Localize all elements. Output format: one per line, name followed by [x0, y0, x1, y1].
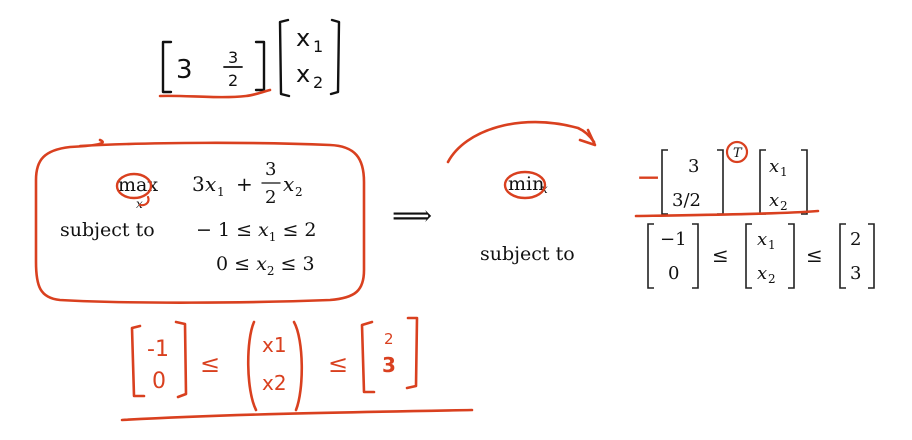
coeff-left-bracket — [661, 149, 668, 215]
handwritten-column-vector: x 1 x 2 — [278, 18, 341, 98]
var-x1-sub: 1 — [780, 165, 788, 179]
constraint-1: − 1 ≤ x1 ≤ 2 — [196, 219, 317, 244]
red-circle-tail — [138, 195, 150, 207]
subject-to-label: subject to — [60, 219, 155, 241]
right-bracket — [254, 40, 266, 92]
x1-subscript: 1 — [313, 37, 323, 56]
implies-arrow: ⟹ — [392, 199, 432, 232]
x2-variable: x — [296, 60, 310, 88]
leq-symbol-2: ≤ — [806, 243, 823, 267]
hw-mid-left-paren — [246, 320, 258, 412]
mid-x2-sub: 2 — [768, 272, 776, 286]
constraint-2-upper: ≤ 3 — [274, 253, 314, 275]
objective-coeff-1: 3 — [192, 172, 205, 196]
var-right-bracket — [801, 149, 808, 215]
min-operator: min — [508, 173, 544, 195]
x1-variable: x — [296, 24, 310, 52]
row-entry-2-denominator: 2 — [228, 71, 238, 90]
red-separator-line — [634, 209, 820, 218]
mid-x1-sub: 1 — [768, 238, 776, 252]
hw-mid-x1: x1 — [262, 333, 287, 357]
var-x2: x — [769, 190, 779, 211]
constraint-1-var: x — [258, 219, 269, 241]
lower-entry-1: −1 — [660, 229, 687, 250]
lower-entry-2: 0 — [668, 263, 679, 284]
upper-entry-2: 3 — [850, 263, 861, 284]
hw-upper-right-bracket — [405, 316, 419, 390]
handwritten-vector-constraint: -1 0 ≤ x1 x2 ≤ 2 3 — [120, 316, 474, 422]
objective-frac-denominator: 2 — [265, 187, 276, 208]
mid-right-bracket — [788, 223, 795, 289]
hw-mid-right-paren — [292, 320, 304, 412]
constraint-1-lower: − 1 ≤ — [196, 219, 258, 241]
upper-right-bracket — [868, 223, 875, 289]
objective-x1-subscript: 1 — [217, 185, 225, 199]
mid-left-bracket — [745, 223, 752, 289]
upper-entry-1: 2 — [850, 229, 861, 250]
right-bracket — [329, 18, 341, 96]
hw-leq-1: ≤ — [200, 350, 220, 378]
coeff-entry-1: 3 — [688, 156, 699, 177]
var-left-bracket — [759, 149, 766, 215]
red-circle-max — [115, 172, 153, 200]
hw-underline — [120, 408, 474, 422]
constraint-2: 0 ≤ x2 ≤ 3 — [216, 253, 315, 278]
right-optimization-problem: min x subject to − 3 3/2 T x 1 x 2 −1 0 … — [480, 140, 875, 289]
var-x1: x — [769, 156, 779, 177]
objective-x2-subscript: 2 — [295, 185, 303, 199]
objective-plus: + — [236, 172, 253, 196]
hw-lower-entry-2: 0 — [152, 369, 166, 394]
left-bracket — [278, 18, 291, 98]
max-subscript: x — [136, 197, 143, 211]
red-box-around-problem — [34, 138, 366, 304]
hw-lower-left-bracket — [130, 324, 146, 398]
hw-lower-entry-1: -1 — [147, 337, 169, 362]
row-entry-2-numerator: 3 — [228, 48, 238, 67]
coeff-right-bracket — [717, 149, 724, 215]
coeff-entry-2: 3/2 — [672, 190, 701, 211]
red-curved-arrow — [446, 120, 597, 164]
var-x2-sub: 2 — [780, 199, 788, 213]
objective-x1: x — [205, 172, 216, 196]
upper-left-bracket — [839, 223, 846, 289]
leq-symbol-1: ≤ — [712, 243, 729, 267]
red-circle-min — [503, 170, 547, 200]
hw-leq-2: ≤ — [328, 350, 348, 378]
handwritten-row-vector: 3 3 2 — [158, 40, 272, 99]
hw-upper-entry-1: 2 — [384, 330, 394, 348]
constraint-2-lower: 0 ≤ — [216, 253, 256, 275]
row-entry-1: 3 — [176, 55, 193, 85]
hw-upper-left-bracket — [360, 320, 376, 394]
lower-right-bracket — [692, 223, 699, 289]
arrow-curve — [446, 120, 596, 164]
lower-left-bracket — [647, 223, 654, 289]
constraint-2-var: x — [256, 253, 267, 275]
red-underline — [158, 88, 272, 99]
hw-upper-entry-2: 3 — [382, 353, 396, 377]
mid-x1: x — [757, 229, 767, 250]
constraint-1-sub: 1 — [269, 230, 277, 244]
left-bracket — [161, 40, 173, 94]
mid-x2: x — [757, 263, 767, 284]
left-optimization-problem: max x 3 x 1 + 3 2 x 2 subject to − 1 ≤ x… — [34, 138, 366, 304]
hw-mid-x2: x2 — [262, 371, 287, 395]
objective-x2: x — [283, 172, 294, 196]
subject-to-label: subject to — [480, 243, 575, 265]
constraint-2-sub: 2 — [267, 264, 275, 278]
constraint-1-upper: ≤ 2 — [276, 219, 316, 241]
red-negation-sign: − — [636, 160, 661, 195]
x2-subscript: 2 — [313, 73, 323, 92]
hw-lower-right-bracket — [174, 320, 188, 399]
red-circle-transpose — [725, 140, 749, 164]
objective-frac-numerator: 3 — [265, 159, 276, 180]
arrow-head — [578, 128, 597, 147]
transpose-symbol: T — [733, 146, 743, 161]
